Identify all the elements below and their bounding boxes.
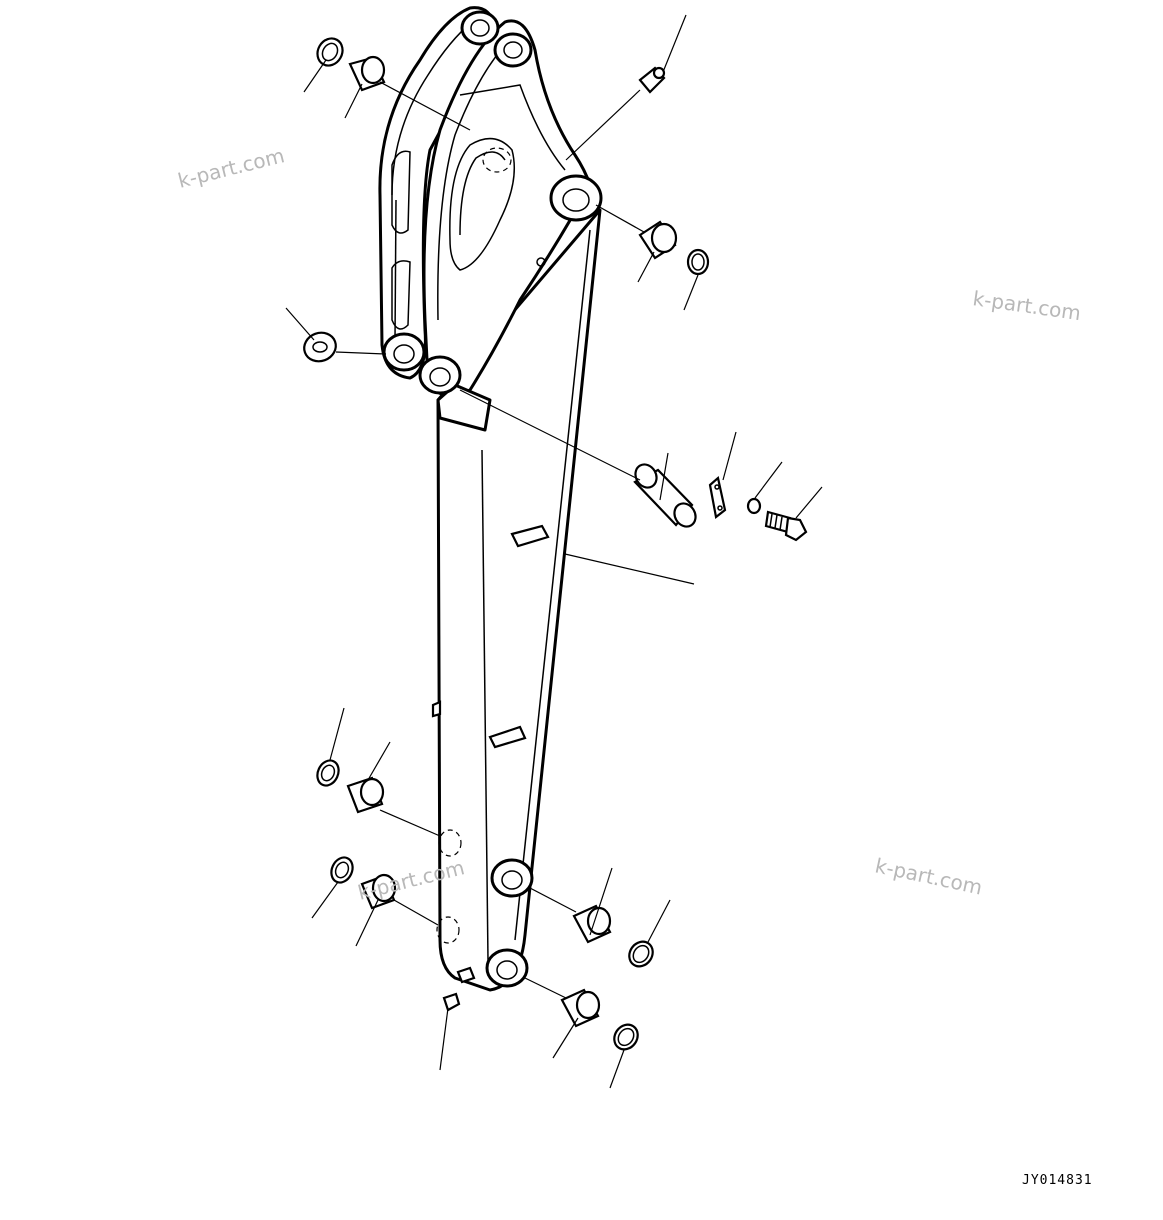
washer (746, 497, 762, 515)
bushing (346, 776, 385, 814)
seal-ring (330, 856, 354, 884)
grease-fitting (638, 66, 666, 94)
bushing (560, 988, 601, 1028)
grease-fitting (442, 966, 476, 1012)
seal-ring (628, 940, 654, 968)
shim-plate (303, 331, 337, 363)
watermark-text: k-part.com (175, 143, 286, 193)
bushing (348, 55, 386, 92)
seal-ring (316, 37, 344, 67)
watermark-text: k-part.com (873, 853, 985, 899)
seal-ring (686, 248, 710, 276)
seal-ring (316, 759, 340, 787)
pin-bosses (382, 10, 603, 988)
lock-plate (708, 475, 727, 519)
drawing-code: JY014831 (1022, 1173, 1093, 1188)
leader-lines (285, 14, 823, 1089)
pin (633, 463, 697, 528)
loose-parts (303, 37, 808, 1051)
arm-body (378, 6, 602, 992)
watermarks: k-part.com k-part.com k-part.com k-part.… (175, 143, 1082, 905)
watermark-text: k-part.com (971, 286, 1082, 325)
bushing (572, 904, 612, 944)
bolt (764, 510, 808, 542)
bushing (638, 220, 678, 260)
seal-ring (613, 1023, 639, 1051)
